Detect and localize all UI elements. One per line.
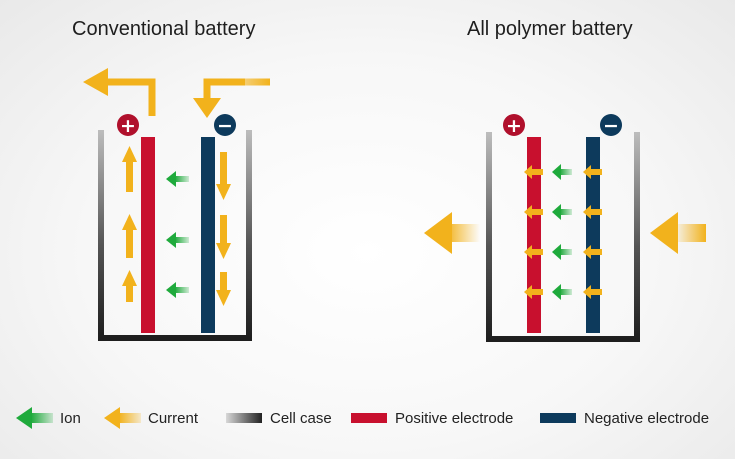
conventional-internal-current-arrows-down [216,152,231,306]
polymer-arrow-row [524,284,602,300]
legend-item-positive-electrode: Positive electrode [349,404,513,432]
polymer-cell-case [486,132,640,342]
polymer-negative-terminal [600,114,622,136]
legend-label-current: Current [148,409,199,427]
conventional-negative-electrode [201,137,215,333]
negative-electrode-swatch [540,413,576,423]
polymer-arrow-row [524,164,602,180]
current-arrow-icon [104,407,141,429]
conventional-positive-terminal-sign: + [120,115,136,137]
conventional-negative-terminal [214,114,236,136]
polymer-positive-electrode [527,137,541,333]
polymer-arrow-row [524,204,602,220]
conventional-negative-terminal-sign: − [217,115,233,137]
legend-item-ion: Ion [14,404,81,432]
conventional-battery-title: Conventional battery [72,18,256,40]
conventional-cell-case [98,130,252,341]
polymer-battery: + − [424,114,706,342]
legend-label-cell-case: Cell case [270,409,332,427]
legend-label-positive-electrode: Positive electrode [395,409,514,427]
conventional-current-in-arrowhead [193,98,221,118]
conventional-ion-arrows [166,171,189,298]
legend-item-negative-electrode: Negative electrode [538,404,709,432]
conventional-battery: + − [83,68,270,341]
legend-label-negative-electrode: Negative electrode [584,409,710,427]
polymer-negative-electrode [586,137,600,333]
positive-electrode-swatch [351,413,387,423]
ion-arrow-icon [16,407,53,429]
polymer-positive-terminal-sign: + [506,115,522,137]
legend: Ion Current Cell case Positive electrode… [14,404,729,432]
conventional-positive-electrode [141,137,155,333]
conventional-current-out-arrow [108,78,156,116]
polymer-arrow-rows [524,164,602,300]
legend-label-ion: Ion [60,409,81,427]
polymer-positive-terminal [503,114,525,136]
conventional-current-out-arrowhead [83,68,108,96]
polymer-battery-title: All polymer battery [467,18,633,40]
polymer-current-out-arrow [424,212,480,254]
conventional-positive-terminal [117,114,139,136]
legend-item-cell-case: Cell case [224,404,332,432]
conventional-internal-current-arrows-up [122,146,137,302]
legend-item-current: Current [102,404,198,432]
polymer-current-in-arrow [650,212,706,254]
polymer-arrow-row [524,244,602,260]
polymer-negative-terminal-sign: − [603,115,619,137]
cell-case-swatch [226,413,262,423]
